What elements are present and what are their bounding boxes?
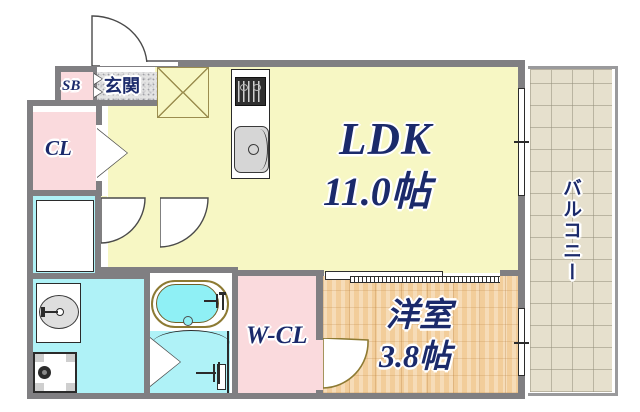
wall-ldk-room-divider-left (238, 270, 324, 276)
vanity-faucet-base (41, 307, 45, 317)
balcony-outer-frame-top (528, 66, 618, 69)
wall-entry-bottom (96, 100, 186, 106)
exterior-wall-bottom (27, 393, 524, 399)
wall-wcl-right (316, 273, 323, 399)
ldk-room-partition[interactable] (350, 276, 500, 283)
bath-door-handle-bar (196, 372, 216, 374)
window-upper-midrail (514, 141, 529, 143)
washer-drain-knob (38, 366, 51, 379)
wcl-door[interactable] (322, 337, 371, 390)
shoe-box-label: SB (62, 78, 81, 94)
toilet-alcove (36, 200, 94, 272)
walk-in-closet-label: W-CL (246, 322, 308, 349)
wall-shoebox-left (55, 66, 61, 100)
bath-door-handle-post2 (218, 362, 220, 384)
exterior-wall-right (518, 60, 525, 399)
wall-toilet-bottom (27, 273, 150, 279)
wall-toilet-right (95, 196, 101, 273)
shoebox-door-2[interactable] (94, 87, 102, 97)
bath-door-handle-post (213, 364, 215, 382)
wcl-doorway-gap (316, 340, 323, 390)
shoebox-door-1[interactable] (94, 74, 102, 84)
closet-door-direction[interactable] (97, 129, 127, 177)
balcony-outer-frame-right (615, 66, 618, 396)
bath-threshold-curve (152, 330, 230, 344)
bath-door-edge (227, 331, 229, 393)
closet-label: CL (45, 136, 72, 160)
balcony-inner-line-top (530, 69, 612, 70)
exterior-wall-left (27, 100, 33, 399)
walk-in-closet-floor (238, 276, 316, 393)
balcony-outer-frame-bottom (528, 393, 618, 396)
exterior-wall-top (96, 60, 520, 67)
wall-top-shoebox (55, 66, 97, 72)
balcony-label: バルコニー (560, 178, 581, 283)
wall-washroom-right (144, 273, 150, 399)
ldk-area-label: 11.0帖 (323, 169, 431, 214)
shoe-box-floor (55, 72, 93, 100)
toilet-door[interactable] (100, 197, 149, 245)
washroom-door[interactable] (159, 197, 212, 249)
stove-burner-right (253, 84, 261, 91)
vanity-faucet (42, 311, 58, 313)
bathtub-drain (183, 316, 193, 326)
wall-entry-step (27, 100, 97, 106)
kitchen-sink-drain (248, 144, 259, 155)
washer-corner-tl (35, 354, 44, 362)
bathtub-faucet-bar (204, 300, 218, 302)
bathtub-faucet-riser (216, 294, 218, 308)
washer-corner-bl (35, 383, 44, 391)
wall-bath-right (232, 267, 238, 399)
wall-ldk-room-divider-right (500, 270, 522, 276)
entrance-door[interactable] (90, 14, 148, 67)
closet-floor (33, 112, 96, 195)
balcony-floor (530, 70, 612, 392)
kitchen-sink-curve (252, 129, 268, 170)
entrance-transom (100, 62, 178, 66)
window-lower-midrail (514, 342, 529, 344)
wall-closet-bottom (27, 190, 102, 196)
pipe-shaft (157, 67, 209, 118)
bath-door-handle-plate (217, 364, 226, 390)
ldk-label: LDK (339, 114, 432, 164)
washer-corner-br (66, 383, 75, 391)
western-room-area-label: 3.8帖 (379, 338, 452, 374)
entrance-label: 玄関 (104, 76, 140, 96)
western-room-label: 洋室 (386, 298, 452, 334)
wall-hall-bottom (101, 267, 238, 273)
bath-slide-direction (150, 338, 180, 386)
stove-burner-left (240, 84, 248, 91)
bathtub-shower-rail (222, 292, 224, 310)
washer-corner-tr (66, 354, 75, 362)
